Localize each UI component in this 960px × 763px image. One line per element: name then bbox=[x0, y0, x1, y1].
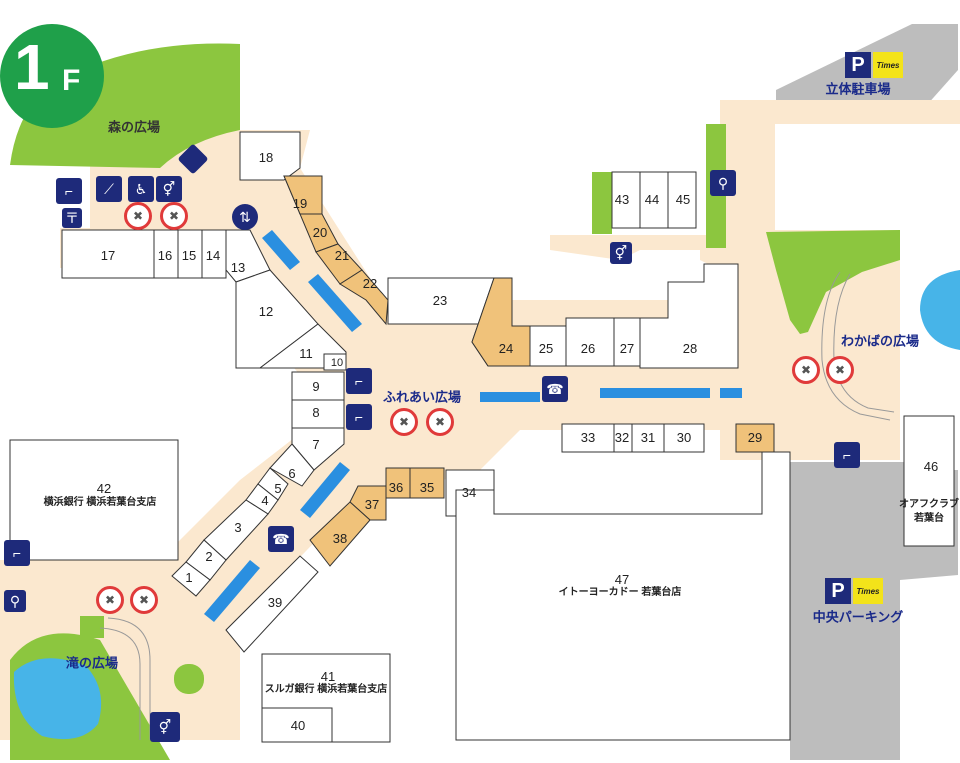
no-pets-icon: ✖ bbox=[792, 356, 820, 384]
no-bicycle-icon: ✖ bbox=[160, 202, 188, 230]
store-27[interactable]: 27 bbox=[619, 340, 635, 356]
plaza-fureai: ふれあい広場 bbox=[382, 389, 462, 405]
store-44[interactable]: 44 bbox=[644, 191, 660, 207]
store-outlines bbox=[9, 131, 955, 743]
store-5[interactable]: 5 bbox=[274, 480, 282, 496]
times-logo-icon: Times bbox=[853, 578, 883, 604]
phone-icon: ☎ bbox=[542, 376, 568, 402]
restroom-icon: ⚥ bbox=[150, 712, 180, 742]
store-47-number[interactable]: 47 bbox=[614, 571, 630, 587]
store-9[interactable]: 9 bbox=[312, 378, 320, 394]
floor-number: 1 bbox=[14, 31, 50, 103]
store-24[interactable]: 24 bbox=[498, 340, 514, 356]
store-2[interactable]: 2 bbox=[205, 548, 213, 564]
floor-suffix: F bbox=[62, 64, 81, 97]
store-46-name-2[interactable]: 若葉台 bbox=[914, 512, 944, 524]
store-30[interactable]: 30 bbox=[676, 429, 692, 445]
store-4[interactable]: 4 bbox=[261, 492, 269, 508]
stairs-icon: ⌐ bbox=[346, 368, 372, 394]
store-7[interactable]: 7 bbox=[312, 436, 320, 452]
store-22[interactable]: 22 bbox=[362, 275, 378, 291]
store-6[interactable]: 6 bbox=[288, 465, 296, 481]
store-12[interactable]: 12 bbox=[258, 303, 274, 319]
store-29[interactable]: 29 bbox=[747, 429, 763, 445]
wheelchair-icon: ♿ bbox=[128, 176, 154, 202]
store-42-name[interactable]: 横浜銀行 横浜若葉台支店 bbox=[43, 496, 157, 508]
store-26[interactable]: 26 bbox=[580, 340, 596, 356]
store-10[interactable]: 10 bbox=[330, 357, 344, 370]
store-36[interactable]: 36 bbox=[388, 479, 404, 495]
store-37[interactable]: 37 bbox=[364, 496, 380, 512]
featured-stores bbox=[283, 175, 775, 567]
wakaba-pond bbox=[920, 270, 960, 350]
central-parking-label: 中央パーキング bbox=[812, 609, 904, 625]
bicycle-parking-icon: ⚲ bbox=[4, 590, 26, 612]
no-pets-icon: ✖ bbox=[124, 202, 152, 230]
store-13[interactable]: 13 bbox=[230, 259, 246, 275]
benches bbox=[204, 230, 742, 622]
no-pets-icon: ✖ bbox=[390, 408, 418, 436]
store-19[interactable]: 19 bbox=[292, 195, 308, 211]
store-46-name-1[interactable]: オアフクラブ bbox=[899, 498, 959, 510]
store-1[interactable]: 1 bbox=[185, 569, 193, 585]
store-14[interactable]: 14 bbox=[205, 247, 221, 263]
store-16[interactable]: 16 bbox=[157, 247, 173, 263]
postal-icon: 〒 bbox=[62, 208, 82, 228]
elevator-icon: ⇅ bbox=[232, 204, 258, 230]
restroom-icon: ⚥ bbox=[610, 242, 632, 264]
no-bicycle-icon: ✖ bbox=[426, 408, 454, 436]
escalator-icon: ⟋ bbox=[96, 176, 122, 202]
store-3[interactable]: 3 bbox=[234, 519, 242, 535]
store-11[interactable]: 11 bbox=[299, 345, 313, 361]
plaza-wakaba: わかばの広場 bbox=[840, 333, 920, 349]
no-bicycle-icon: ✖ bbox=[130, 586, 158, 614]
parking-icon: P bbox=[825, 578, 851, 604]
times-logo-icon: Times bbox=[873, 52, 903, 78]
store-38[interactable]: 38 bbox=[332, 530, 348, 546]
store-39[interactable]: 39 bbox=[267, 594, 283, 610]
plaza-taki: 滝の広場 bbox=[65, 655, 119, 671]
store-45[interactable]: 45 bbox=[675, 191, 691, 207]
store-8[interactable]: 8 bbox=[312, 404, 320, 420]
store-33[interactable]: 33 bbox=[580, 429, 596, 445]
bicycle-parking-icon: ⚲ bbox=[710, 170, 736, 196]
store-43[interactable]: 43 bbox=[614, 191, 630, 207]
floor-badge: 1 F bbox=[0, 24, 104, 128]
stairs-icon: ⌐ bbox=[346, 404, 372, 430]
store-15[interactable]: 15 bbox=[181, 247, 197, 263]
store-35[interactable]: 35 bbox=[419, 479, 435, 495]
tower-parking-label: 立体駐車場 bbox=[825, 81, 891, 97]
store-18[interactable]: 18 bbox=[258, 149, 274, 165]
restroom-icon: ⚥ bbox=[156, 176, 182, 202]
store-32[interactable]: 32 bbox=[614, 429, 630, 445]
taki-pond bbox=[13, 658, 102, 740]
store-47-name[interactable]: イトーヨーカドー 若葉台店 bbox=[558, 586, 682, 598]
store-41-name[interactable]: スルガ銀行 横浜若葉台支店 bbox=[264, 683, 388, 695]
store-46-number[interactable]: 46 bbox=[923, 458, 939, 474]
store-21[interactable]: 21 bbox=[334, 247, 350, 263]
stairs-icon: ⌐ bbox=[56, 178, 82, 204]
store-20[interactable]: 20 bbox=[312, 224, 328, 240]
store-23[interactable]: 23 bbox=[432, 292, 448, 308]
central-parking-sign: P Times bbox=[825, 578, 883, 604]
stairs-icon: ⌐ bbox=[4, 540, 30, 566]
wakaba-path bbox=[821, 271, 891, 421]
store-28[interactable]: 28 bbox=[682, 340, 698, 356]
parking-icon: P bbox=[845, 52, 871, 78]
store-34[interactable]: 34 bbox=[461, 484, 477, 500]
store-31[interactable]: 31 bbox=[640, 429, 656, 445]
no-pets-icon: ✖ bbox=[96, 586, 124, 614]
store-41-number[interactable]: 41 bbox=[320, 668, 336, 684]
tower-parking-sign: P Times bbox=[845, 52, 903, 78]
store-42-number[interactable]: 42 bbox=[96, 480, 112, 496]
stairs-icon: ⌐ bbox=[834, 442, 860, 468]
store-17[interactable]: 17 bbox=[100, 247, 116, 263]
plaza-mori: 森の広場 bbox=[107, 119, 161, 135]
phone-icon: ☎ bbox=[268, 526, 294, 552]
no-bicycle-icon: ✖ bbox=[826, 356, 854, 384]
store-25[interactable]: 25 bbox=[538, 340, 554, 356]
store-40[interactable]: 40 bbox=[290, 717, 306, 733]
